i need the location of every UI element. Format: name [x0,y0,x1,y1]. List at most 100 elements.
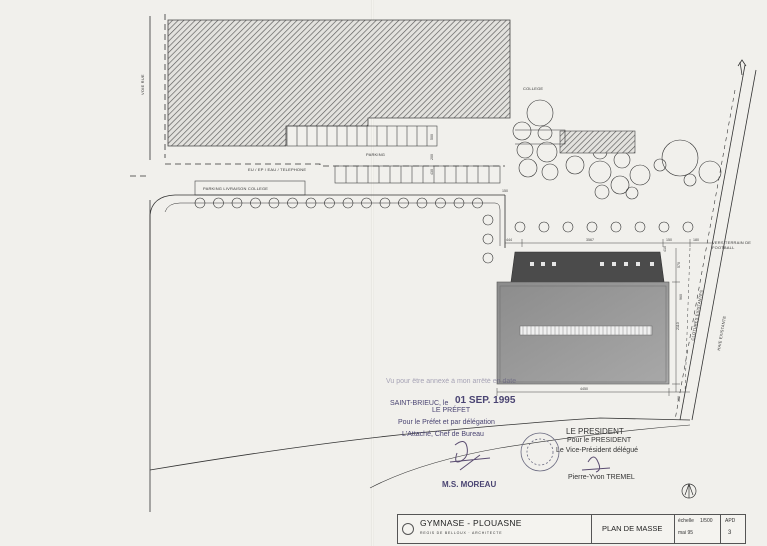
road-tree [482,233,494,245]
dim-430: 430 [430,169,434,175]
architect-name: REGIS DE BELLOUX · ARCHITECTE [420,531,503,535]
prefect-signatory: M.S. MOREAU [442,480,497,489]
hall-window [624,262,628,266]
prefect-place: SAINT-BRIEUC, le [390,400,449,407]
dim-150: 150 [666,238,672,242]
label-parking: PARKING [366,152,386,157]
cell-divider-3 [720,515,721,543]
prefect-title: LE PRÉFET [432,407,471,414]
president-vice: Le Vice-Président délégué [556,447,638,454]
dim-410: 410 [663,246,667,252]
east-tree [514,221,526,233]
gym-hall-windows [530,262,654,266]
tree-cluster-college [512,99,722,200]
cell-divider-2 [674,515,675,543]
prefect-date: 01 SEP. 1995 [455,395,516,406]
dim-444: 444 [506,238,512,242]
president-signature [581,456,611,473]
fence-dashed [674,89,736,421]
dim-200: 200 [430,154,434,160]
date-value: mai 95 [678,530,694,536]
official-seal [520,432,560,472]
label-delivery-parking: PARKING LIVRAISON COLLEGE [203,186,269,191]
president-title: LE PRESIDENT [566,427,624,436]
road-tree [305,197,317,209]
dim-150b: 150 [502,189,508,193]
access-road-left [149,14,166,512]
utility-network-line [130,163,505,177]
label-voie-rue: VOIE RUE [140,74,145,95]
hall-window [612,262,616,266]
parking-row-top [286,125,438,147]
east-tree [658,221,670,233]
tree-row-east [514,221,694,233]
east-tree [538,221,550,233]
road-tree [324,197,335,209]
president-pour: Pour le PRESIDENT [567,437,632,444]
title-block: GYMNASE - PLOUASNE REGIS DE BELLOUX · AR… [397,514,746,544]
hall-window [552,262,556,266]
road-tree [250,197,261,209]
president-name: Pierre-Yvon TREMEL [568,474,635,481]
road-tree [361,197,372,209]
dim-570: 570 [677,262,681,268]
drawing-title: PLAN DE MASSE [602,524,663,533]
north-arrow [681,482,697,499]
skylight-frame [519,325,653,336]
east-tree [562,221,574,233]
prefect-annex-line: Vu pour être annexé à mon arrêté en date [386,378,517,385]
scale-label: échelle [678,518,694,524]
prefect-delegation: Pour le Préfet et par délégation [398,419,495,426]
dim-960: 960 [679,294,683,300]
road-tree [435,197,446,209]
dim-4450: 4450 [580,387,588,391]
hall-window [541,262,545,266]
east-tree [682,221,694,233]
cell-divider-1 [591,515,592,543]
road-tree [342,197,354,209]
dim-3567: 3567 [586,238,594,242]
label-college: COLLEGE [523,86,544,91]
label-networks: EU / EP / EAU / TELEPHONE [248,167,307,172]
existing-hedge-east [679,59,757,421]
road-tree [194,197,206,209]
scale-value: 1/500 [700,518,713,524]
title-block-emblem [402,523,414,535]
east-tree [610,221,622,233]
project-title: GYMNASE - PLOUASNE [420,518,522,528]
hall-window [650,262,654,266]
annex-hatched [559,130,636,154]
dim-180: 180 [693,238,699,242]
tree-row-vertical [482,214,494,264]
tree-row-road [194,197,483,209]
sheet-number: 3 [728,530,732,536]
east-tree [634,221,646,233]
label-football: VERS TERRAIN DE FOOTBALL [712,240,752,250]
gym-dimension-lines [496,239,712,396]
parking-row-bottom [334,165,501,184]
sheet-code: APD [725,518,736,524]
road-tree [287,197,298,209]
gym-skylight-strip [519,325,653,336]
dim-500: 500 [430,134,434,140]
prefect-signature [449,441,491,471]
road-tree [482,252,494,264]
road-tree [482,214,494,226]
hall-window [530,262,534,266]
road-tree [398,197,409,209]
college-building-hatched [167,19,511,147]
access-road-curve [149,194,506,270]
dim-2110: 2110 [676,322,680,330]
gym-hall-dark [510,251,665,283]
road-tree [213,197,224,209]
hall-window [636,262,640,266]
road-tree [231,197,243,209]
road-tree [453,197,465,209]
east-tree [586,221,598,233]
hall-window [600,262,604,266]
road-tree [268,197,280,209]
dim-180b: 180 [677,396,681,402]
road-tree [416,197,428,209]
